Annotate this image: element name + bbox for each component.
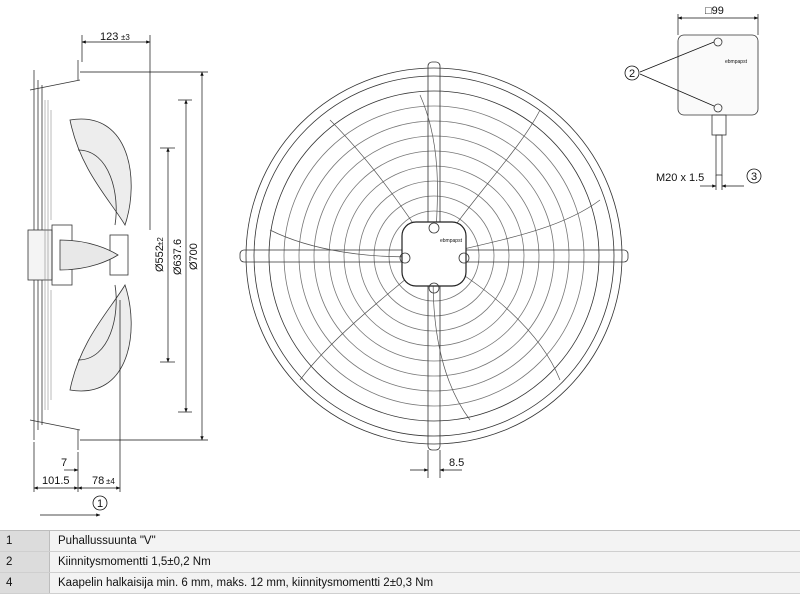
terminal-brand: ebmpapst xyxy=(725,59,748,65)
legend-text: Puhallussuunta "V" xyxy=(50,531,800,551)
dim-diameter-552-tol: ±2 xyxy=(156,237,165,246)
dim-diameter-552: Ø552 xyxy=(154,245,166,272)
hub-brand: ebmpapst xyxy=(440,238,463,244)
legend-text: Kaapelin halkaisija min. 6 mm, maks. 12 … xyxy=(50,573,800,593)
technical-drawing: 123 ±3 Ø552 ±2 Ø637.6 Ø700 7 101.5 78 ±4… xyxy=(27,5,762,517)
dim-diameter-637: Ø637.6 xyxy=(172,239,184,275)
legend-num: 4 xyxy=(0,573,50,593)
dim-diameter-700: Ø700 xyxy=(188,243,200,270)
dim-8-5: 8.5 xyxy=(449,457,464,469)
side-view xyxy=(27,60,132,450)
dim-78: 78 xyxy=(92,475,104,487)
legend-num: 2 xyxy=(0,552,50,572)
callout-2: 2 xyxy=(629,68,635,80)
dim-101: 101.5 xyxy=(42,475,70,487)
dim-axial-offset-tol: ±3 xyxy=(121,33,130,42)
callout-1: 1 xyxy=(97,498,103,510)
legend-row: 2 Kiinnitysmomentti 1,5±0,2 Nm xyxy=(0,552,800,573)
legend-table: 1 Puhallussuunta "V" 2 Kiinnitysmomentti… xyxy=(0,530,800,594)
dim-cable-gland: M20 x 1.5 xyxy=(656,172,704,184)
callout-3: 3 xyxy=(751,171,757,183)
dim-78-tol: ±4 xyxy=(106,477,115,486)
terminal-box xyxy=(677,34,759,176)
dim-axial-offset: 123 xyxy=(100,31,118,43)
legend-row: 1 Puhallussuunta "V" xyxy=(0,531,800,552)
legend-row: 4 Kaapelin halkaisija min. 6 mm, maks. 1… xyxy=(0,573,800,594)
dim-terminal-width: □99 xyxy=(705,5,724,17)
front-view xyxy=(239,61,629,451)
dim-7: 7 xyxy=(61,457,67,469)
legend-text: Kiinnitysmomentti 1,5±0,2 Nm xyxy=(50,552,800,572)
legend-num: 1 xyxy=(0,531,50,551)
